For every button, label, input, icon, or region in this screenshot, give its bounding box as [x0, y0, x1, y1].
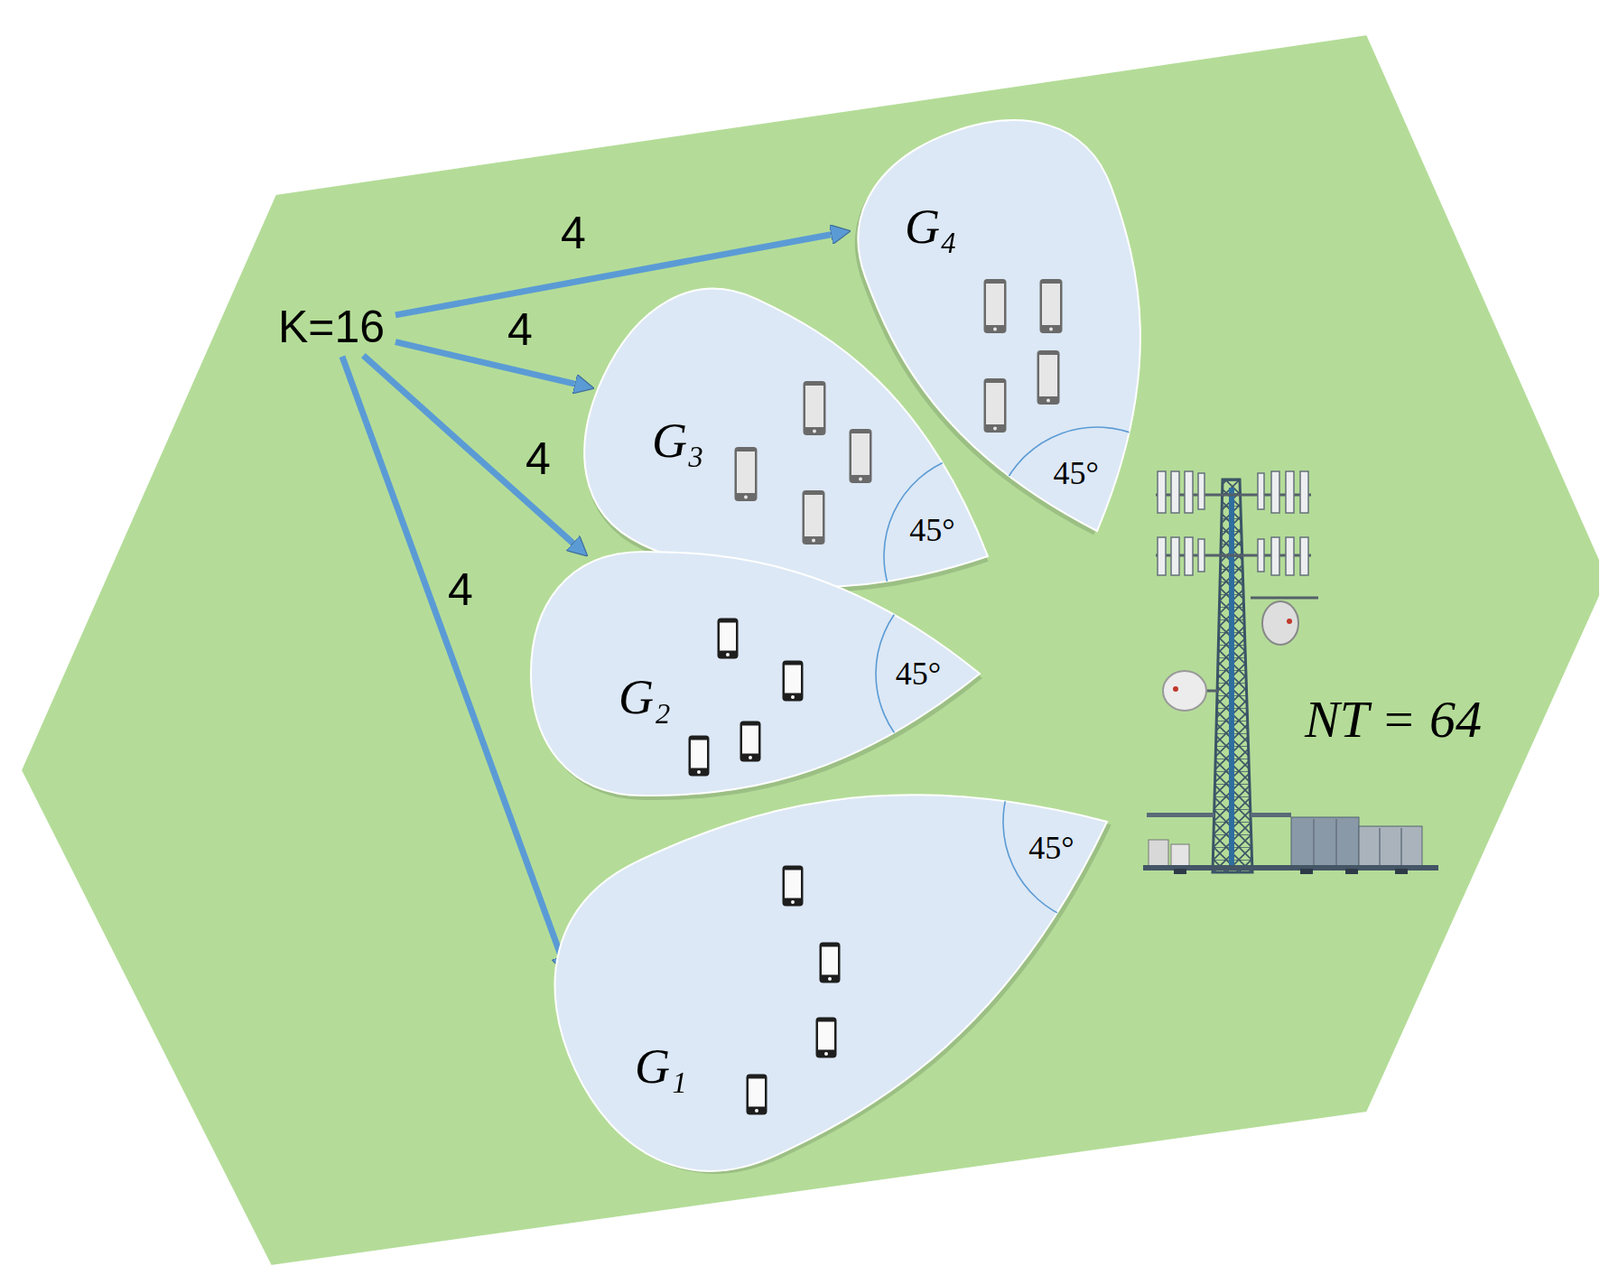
source-label: K=16: [278, 304, 385, 350]
user-group: G₃ 45°: [596, 285, 992, 569]
phone-icon: [984, 378, 1007, 433]
phone-icon: [734, 446, 758, 502]
group-label: G₃: [651, 416, 705, 466]
antenna-count: NT = 64: [1304, 693, 1482, 746]
group-label: G₄: [904, 202, 958, 252]
phone-icon: [803, 381, 827, 436]
user-group: G₁ 45°: [568, 817, 1111, 1161]
dish-arm: [1250, 596, 1319, 600]
angle-label: 45°: [895, 657, 941, 690]
user-group: G₂ 45°: [530, 558, 982, 798]
phone-icon: [816, 1017, 838, 1059]
tower-mast: [1212, 479, 1253, 873]
phone-icon: [802, 490, 826, 545]
base-feet: [1173, 868, 1408, 875]
base-rail: [1143, 865, 1439, 871]
phone-icon: [1040, 279, 1063, 334]
microwave-dish: [1262, 601, 1299, 645]
teardrop-fill: [530, 551, 980, 796]
equipment-unit: [1148, 839, 1169, 867]
phone-icon: [746, 1074, 768, 1116]
phone-icon: [782, 865, 804, 907]
phone-icon: [717, 618, 739, 660]
assignment-arrow: [362, 355, 573, 544]
phone-icon: [688, 735, 710, 777]
cable-tray: [1146, 812, 1215, 818]
group-label: G₁: [634, 1041, 688, 1091]
phone-icon: [740, 721, 762, 763]
dish-arm: [1206, 689, 1219, 693]
phone-icon: [984, 279, 1007, 334]
angle-label: 45°: [1053, 456, 1099, 490]
angle-label: 45°: [909, 513, 955, 547]
base-station-tower: [1143, 471, 1439, 875]
arrow-count: 4: [525, 436, 551, 482]
phone-icon: [1037, 350, 1061, 405]
tower-cable: [1228, 487, 1235, 867]
group-label: G₂: [618, 672, 671, 722]
phone-icon: [819, 942, 841, 984]
microwave-dish: [1162, 670, 1207, 711]
cable-tray: [1250, 812, 1292, 818]
angle-label: 45°: [1028, 831, 1074, 865]
assignment-arrow: [342, 356, 561, 957]
dish-dot: [1286, 618, 1293, 624]
source-node: K=16: [270, 300, 392, 354]
arrow-count: 4: [507, 306, 533, 353]
cell-hexagon: [20, 34, 1600, 1266]
cabinet-lines: [1313, 818, 1402, 866]
teardrop-outline: [568, 817, 1111, 1161]
arrow-count: 4: [560, 210, 587, 256]
teardrop-fill: [506, 674, 1176, 1218]
phone-icon: [782, 660, 804, 702]
arrow-count: 4: [447, 567, 474, 613]
equipment-unit: [1171, 844, 1190, 867]
phone-icon: [849, 428, 873, 484]
equipment-cabinet: [1358, 826, 1423, 867]
equipment-cabinet: [1291, 817, 1359, 867]
assignment-arrow: [395, 342, 576, 385]
antenna-panels: [1157, 471, 1309, 576]
dish-dot: [1172, 686, 1179, 692]
